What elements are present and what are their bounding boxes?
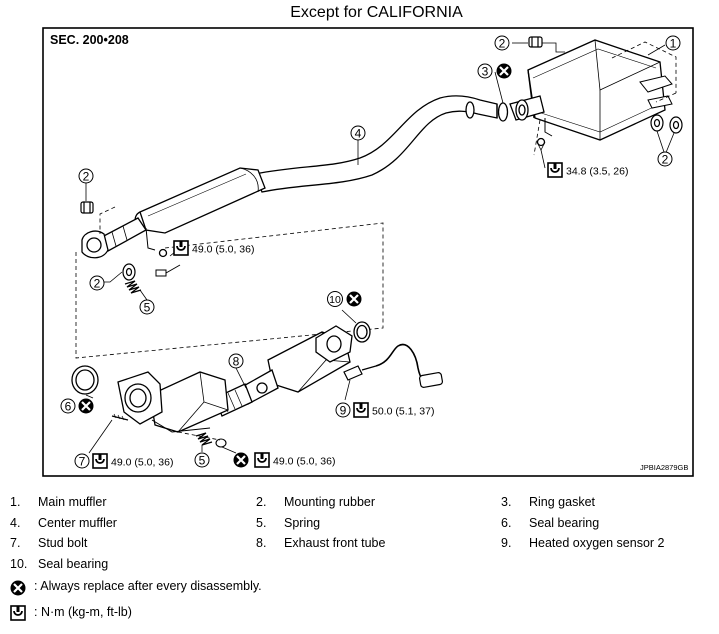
legend-number: 10. xyxy=(10,557,28,571)
legend-label: Ring gasket xyxy=(529,495,596,509)
callout-2-main-top: 2 xyxy=(499,37,506,51)
legend-replace: : Always replace after every disassembly… xyxy=(34,579,262,593)
torque-wrench-icon xyxy=(10,605,26,621)
legend-torque-text: : N·m (kg-m, ft-lb) xyxy=(34,605,132,619)
legend-label: Stud bolt xyxy=(38,536,88,550)
legend-number: 8. xyxy=(256,536,267,550)
callout-10: 10 xyxy=(329,294,341,306)
legend-number: 1. xyxy=(10,495,21,509)
always-replace-icon-10 xyxy=(345,290,363,308)
legend-number: 7. xyxy=(10,536,21,550)
callout-2-main-right: 2 xyxy=(662,153,669,167)
legend-replace-text: : Always replace after every disassembly… xyxy=(34,579,262,593)
callout-5-upper: 5 xyxy=(144,301,151,315)
exhaust-front-tube xyxy=(117,325,353,433)
legend-torque: : N·m (kg-m, ft-lb) xyxy=(34,605,132,619)
legend-number: 4. xyxy=(10,516,21,530)
callout-7: 7 xyxy=(79,455,86,469)
torque-sensor: 50.0 (5.1, 37) xyxy=(372,406,434,418)
legend-label: Spring xyxy=(284,516,321,530)
legend-number: 2. xyxy=(256,495,267,509)
diagram-frame xyxy=(42,27,694,477)
callout-8: 8 xyxy=(233,355,240,369)
bolt-upper xyxy=(155,264,181,277)
nut-lower xyxy=(215,438,227,448)
legend-number: 3. xyxy=(501,495,512,509)
always-replace-icon xyxy=(9,579,27,597)
seal-bearing-rear xyxy=(353,321,371,343)
torque-wrench-icon-stud xyxy=(92,453,108,469)
torque-main-muffler: 34.8 (3.5, 26) xyxy=(566,166,628,178)
legend-label: Heated oxygen sensor 2 xyxy=(529,536,665,550)
callout-4: 4 xyxy=(355,127,362,141)
legend-label: Main muffler xyxy=(38,495,107,509)
callout-3: 3 xyxy=(482,65,489,79)
torque-center-muffler: 49.0 (5.0, 36) xyxy=(192,244,254,256)
legend-label: Center muffler xyxy=(38,516,117,530)
legend-label: Exhaust front tube xyxy=(284,536,386,550)
stud-bolt xyxy=(111,413,129,421)
legend-label: Seal bearing xyxy=(38,557,109,571)
callout-5-lower: 5 xyxy=(199,454,206,468)
callout-9: 9 xyxy=(340,404,347,418)
section-label: SEC. 200•208 xyxy=(50,33,129,47)
torque-wrench-icon-center xyxy=(173,240,189,256)
figure-title: Except for CALIFORNIA xyxy=(290,4,463,21)
torque-wrench-icon-front-nut xyxy=(254,452,270,468)
callout-1: 1 xyxy=(670,37,677,51)
callout-6: 6 xyxy=(65,400,72,414)
mounting-rubber-center xyxy=(80,201,136,281)
spring-upper xyxy=(124,280,142,294)
ring-gasket xyxy=(497,102,509,122)
main-muffler xyxy=(509,39,673,151)
legend-label: Seal bearing xyxy=(529,516,600,530)
callout-2-center-lower: 2 xyxy=(94,277,101,291)
torque-wrench-icon-sensor xyxy=(353,402,369,418)
spring-lower xyxy=(195,432,213,446)
callout-2-center-top: 2 xyxy=(83,170,90,184)
torque-wrench-icon-main xyxy=(547,162,563,178)
seal-bearing-front xyxy=(71,365,99,395)
torque-stud-bolt: 49.0 (5.0, 36) xyxy=(111,457,173,469)
legend-number: 9. xyxy=(501,536,512,550)
always-replace-icon-3 xyxy=(495,62,513,80)
legend-number: 6. xyxy=(501,516,512,530)
legend-label: Mounting rubber xyxy=(284,495,376,509)
torque-front-nut: 49.0 (5.0, 36) xyxy=(273,456,335,468)
always-replace-icon-6 xyxy=(77,397,95,415)
figure-code: JPBIA2879GB xyxy=(640,463,688,472)
always-replace-icon-front-nut xyxy=(232,451,250,469)
heated-oxygen-sensor xyxy=(343,343,443,388)
legend-number: 5. xyxy=(256,516,267,530)
center-muffler-pipe xyxy=(81,95,498,259)
